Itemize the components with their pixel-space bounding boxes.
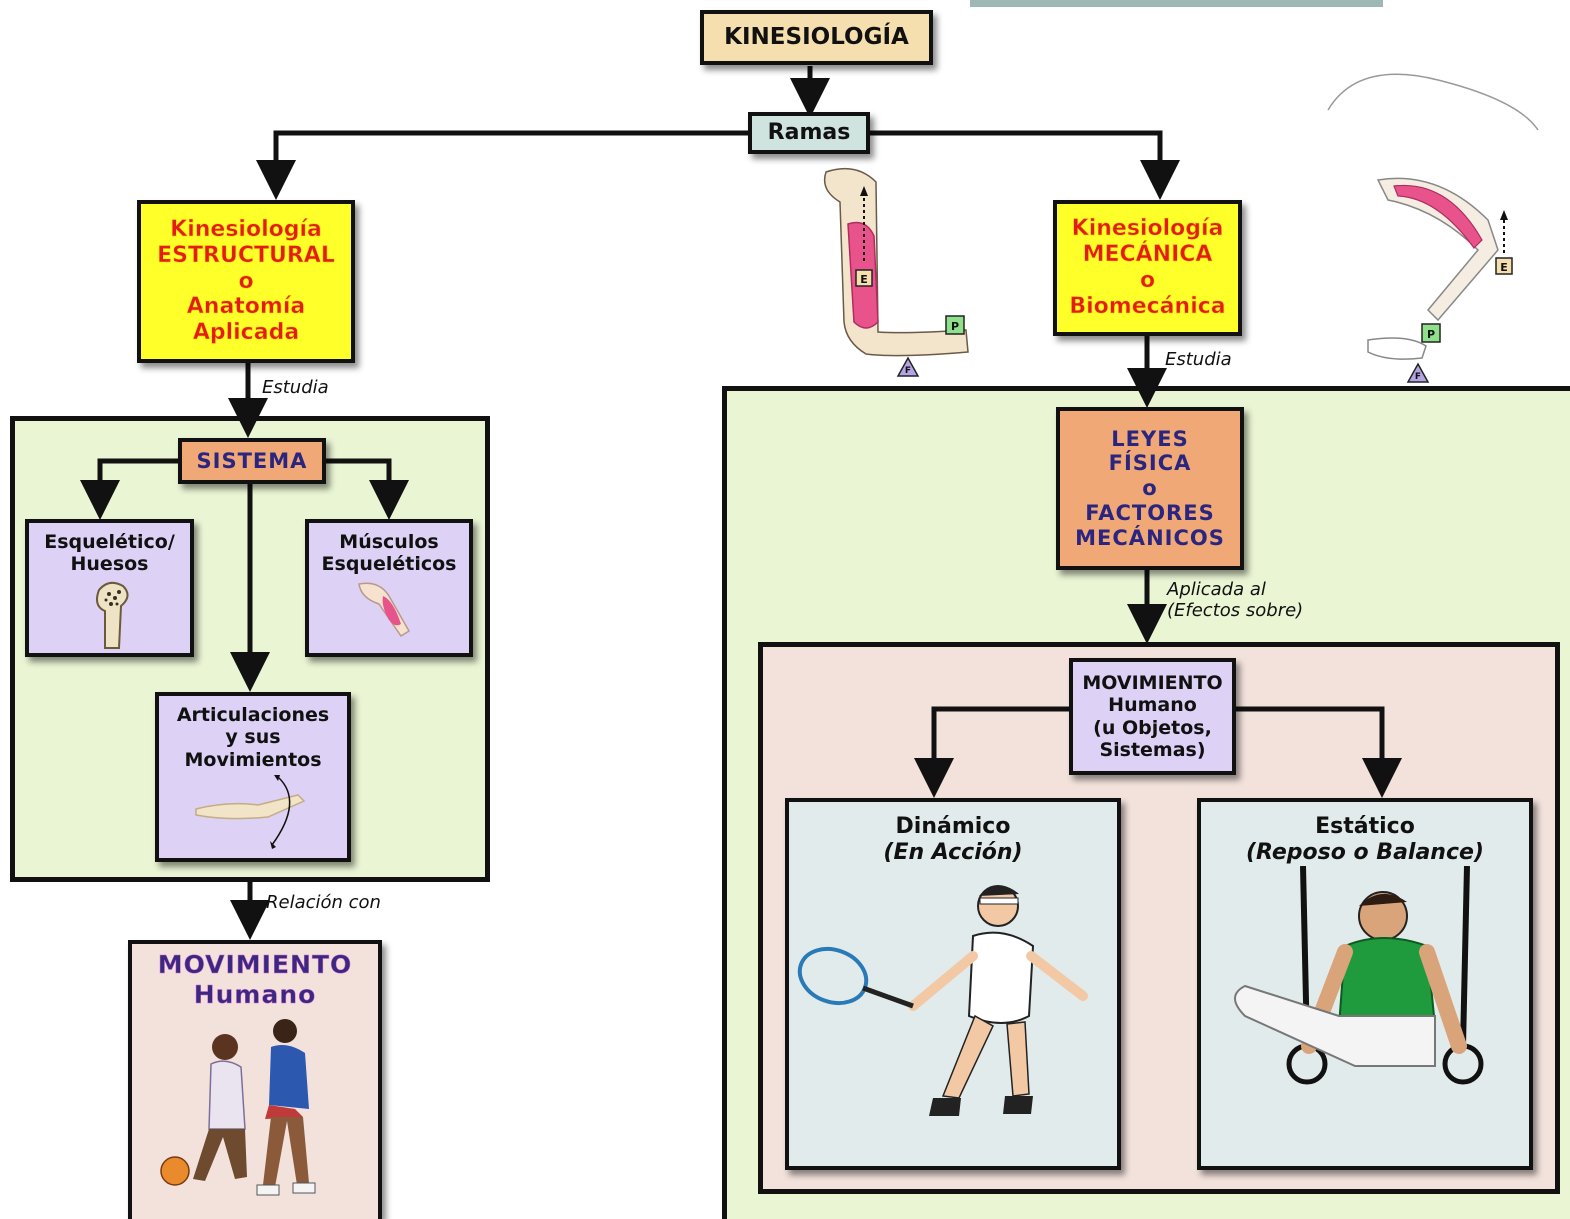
movimiento-right-line: Sistemas) [1099,738,1206,761]
finger-joint-icon [195,775,306,850]
articulaciones-line: Movimientos [184,748,322,771]
movimiento-right-line: Humano [1108,694,1197,717]
arrow-movimiento-estatico [1236,706,1402,798]
estructural-line: o [238,268,254,294]
ramas-label: Ramas [767,120,851,146]
esqueletico-node: Esquelético/ Huesos [25,519,194,657]
muscle-arm-icon [358,582,411,637]
fulcrum-label-left: F [905,366,911,376]
arrow-sistema-esqueletico [80,458,178,520]
musculos-line: Músculos [339,531,439,553]
arm-lever-illustration-left: E P F [823,167,969,377]
ramas-node: Ramas [748,112,870,154]
esqueletico-line: Esquelético/ [44,531,175,553]
estructural-node: Kinesiología ESTRUCTURAL o Anatomía Apli… [137,200,355,363]
sistema-node: SISTEMA [178,438,326,484]
estatico-subtitle: (Reposo o Balance) [1245,839,1484,865]
relacion-label: Relación con [266,892,381,913]
musculos-node: Músculos Esqueléticos [305,519,473,657]
kinesiologia-label: KINESIOLOGÍA [724,23,909,50]
mecanica-node: Kinesiología MECÁNICA o Biomecánica [1053,200,1242,336]
estructural-line: ESTRUCTURAL [157,242,335,268]
tennis-player-illustration [797,884,1088,1116]
leyes-line: FÍSICA [1108,451,1192,476]
leyes-line: LEYES [1111,426,1189,451]
aplicada-label: Aplicada al (Efectos sobre) [1167,579,1304,621]
leyes-line: o [1142,476,1158,501]
load-label-right: P [1427,328,1435,341]
estructural-line: Aplicada [192,320,300,346]
gymnast-rings-illustration [1234,865,1484,1085]
estatico-node: Estático (Reposo o Balance) [1197,798,1533,1170]
kinesiologia-node: KINESIOLOGÍA [700,10,933,65]
top-accent-bar [970,0,1383,7]
aplicada-line: Aplicada al [1167,579,1266,600]
leyes-line: FACTORES [1085,500,1215,525]
arrow-ramas-mecanica [870,130,1180,200]
arrow-sistema-musculos [326,458,409,520]
dinamico-subtitle: (En Acción) [883,839,1023,865]
effort-label-left: E [860,273,868,286]
articulaciones-line: y sus [225,726,281,749]
estudia-left-label: Estudia [262,377,329,398]
arm-lever-illustration-right: E P F [1327,73,1539,383]
leyes-line: MECÁNICOS [1075,525,1225,550]
movimiento-left-line: MOVIMIENTO [157,950,353,979]
aplicada-line: (Efectos sobre) [1167,599,1304,621]
dinamico-node: Dinámico (En Acción) [785,798,1121,1170]
femur-bone-icon [95,581,128,649]
mecanica-line: MECÁNICA [1082,242,1213,268]
leyes-node: LEYES FÍSICA o FACTORES MECÁNICOS [1056,407,1244,570]
mecanica-line: Biomecánica [1069,293,1226,320]
esqueletico-line: Huesos [70,553,149,576]
estudia-right-label: Estudia [1165,349,1232,370]
fulcrum-label-right: F [1415,372,1421,382]
movimiento-humano-right-node: MOVIMIENTO Humano (u Objetos, Sistemas) [1069,658,1236,775]
effort-label-right: E [1500,261,1508,274]
basketball-players-illustration [160,1019,316,1196]
mecanica-line: o [1139,268,1156,294]
articulaciones-line: Articulaciones [176,704,330,726]
movimiento-left-line: Humano [193,979,317,1009]
estatico-title: Estático [1315,814,1415,839]
articulaciones-node: Articulaciones y sus Movimientos [155,692,351,862]
estructural-line: Kinesiología [170,216,322,242]
musculos-line: Esqueléticos [321,553,457,576]
dinamico-title: Dinámico [895,814,1011,839]
movimiento-right-line: MOVIMIENTO [1082,671,1223,694]
movimiento-right-line: (u Objetos, [1093,716,1212,739]
arrow-ramas-estructural [256,130,748,200]
arrow-movimiento-dinamico [914,706,1069,798]
estructural-line: Anatomía [186,294,306,320]
mecanica-line: Kinesiología [1071,216,1224,242]
sistema-label: SISTEMA [196,448,308,473]
movimiento-humano-left-node: MOVIMIENTO Humano [128,940,382,1219]
load-label-left: P [951,320,959,333]
